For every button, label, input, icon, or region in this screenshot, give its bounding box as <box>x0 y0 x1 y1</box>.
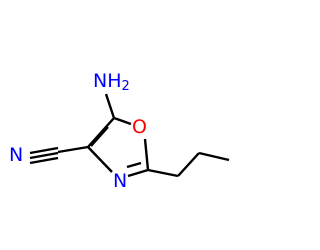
nitrile-nitrogen-label: N <box>9 144 23 166</box>
bond-c2-n3 <box>127 168 149 178</box>
bond-nitrile-1 <box>29 146 59 155</box>
bond-c5-c4-second <box>90 126 109 147</box>
bonds <box>29 93 230 178</box>
atom-labels: NH2 O N N <box>9 70 147 192</box>
bond-nitrile-2 <box>29 151 59 160</box>
bond-c5-amino <box>104 93 116 119</box>
bond-c2-propyl-1 <box>147 168 179 178</box>
amino-nitrogen-label: NH2 <box>93 70 130 94</box>
amino-h-symbol: H <box>107 70 121 92</box>
bond-c5-c4 <box>87 117 115 148</box>
bond-propyl-2-3 <box>198 151 230 162</box>
bond-c2-n3-second <box>126 161 142 169</box>
ring-nitrogen-label: N <box>113 170 127 192</box>
bond-c5-o <box>113 116 132 126</box>
bond-n3-c4 <box>87 146 113 173</box>
molecule-structure: NH2 O N N <box>9 70 230 192</box>
ring-oxygen-label: O <box>132 116 147 138</box>
bond-nitrile-3 <box>29 156 59 165</box>
amino-n-symbol: N <box>93 70 107 92</box>
bond-o-c2 <box>143 138 150 171</box>
bond-c4-cn <box>57 145 89 154</box>
bond-propyl-1-2 <box>177 152 200 177</box>
amino-h-count: 2 <box>122 79 130 94</box>
